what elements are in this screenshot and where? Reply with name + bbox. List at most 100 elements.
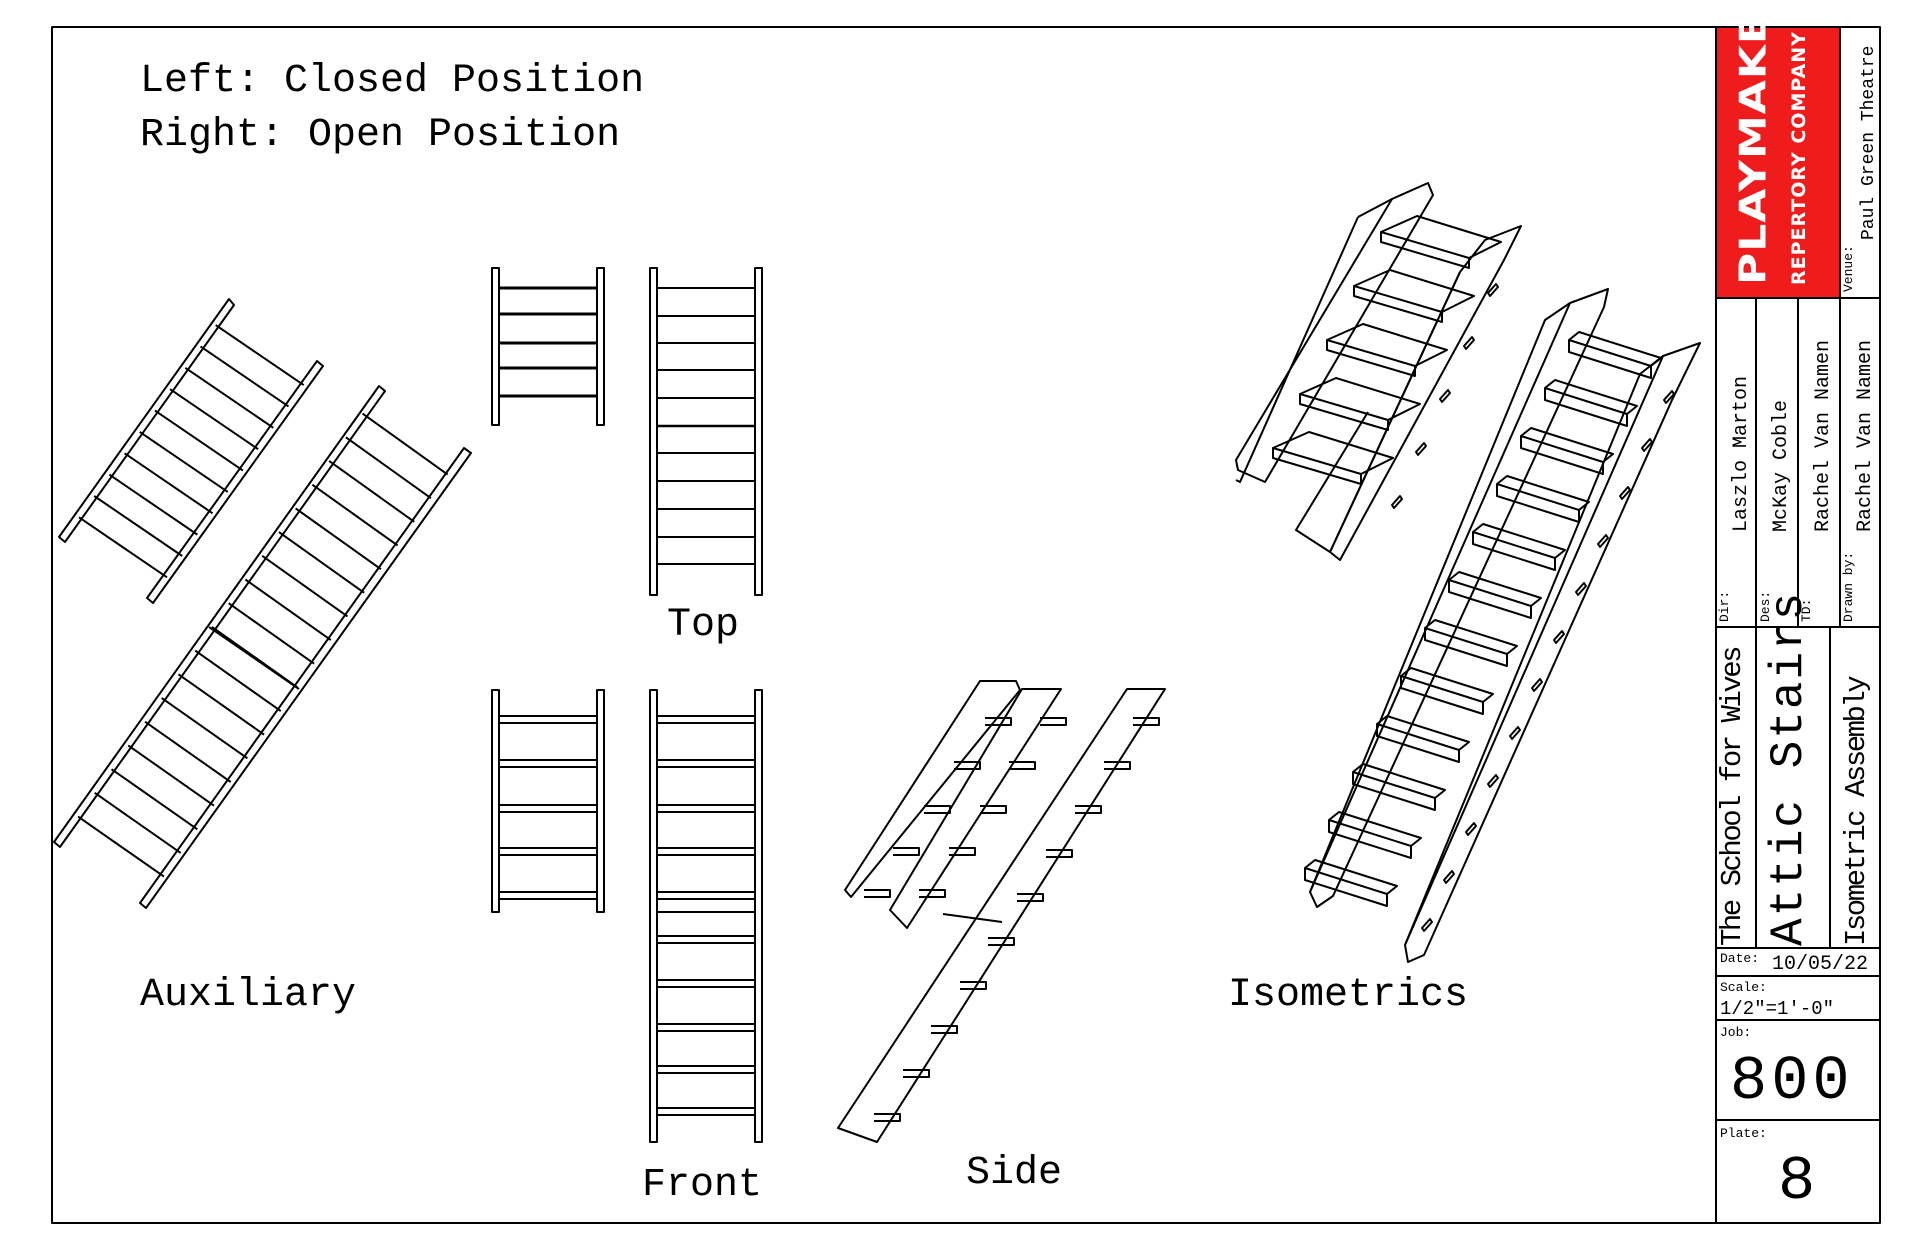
iso-tread-top	[1400, 667, 1494, 703]
iso-tread	[1272, 447, 1362, 485]
des-value: McKay Coble	[1770, 399, 1793, 532]
td-value: Rachel Van Namen	[1812, 339, 1835, 532]
drawn-by-value: Rachel Van Namen	[1854, 339, 1877, 532]
top-closed-ladder	[491, 267, 605, 426]
front-open-ladder	[649, 689, 763, 1143]
isometrics-view	[1235, 182, 1701, 963]
side-tread-notch	[954, 761, 981, 770]
auxiliary-rung	[108, 473, 198, 536]
scale-value: 1/2"=1'-0"	[1720, 998, 1835, 1020]
side-tread-notch	[949, 847, 976, 856]
plate-label: Plate:	[1720, 1126, 1767, 1141]
iso-stringer-notch	[1421, 918, 1433, 932]
iso-tread-top	[1299, 377, 1421, 421]
iso-tread-top	[1376, 715, 1470, 751]
company-logo-background	[1717, 28, 1839, 297]
auxiliary-rung	[199, 345, 290, 408]
iso-tread	[1352, 771, 1436, 811]
iso-tread-top	[1326, 323, 1448, 367]
side-tread-notch	[1046, 849, 1073, 858]
auxiliary-rung	[278, 531, 365, 594]
iso-tread	[1544, 387, 1628, 427]
iso-tread-top	[1380, 215, 1502, 259]
venue-value: Paul Green Theatre	[1859, 45, 1879, 240]
side-tread-notch	[903, 1069, 930, 1078]
job-value: 800	[1730, 1046, 1854, 1117]
top-view	[491, 267, 763, 596]
iso-tread	[1424, 627, 1508, 667]
iso-stringer-notch	[1391, 495, 1403, 509]
auxiliary-view	[53, 298, 472, 909]
drawing-title: Isometric Assembly	[1840, 677, 1873, 946]
note-open-position: Right: Open Position	[140, 113, 621, 158]
label-side: Side	[966, 1151, 1063, 1196]
side-tread-notch	[893, 847, 920, 856]
venue-label: Venue:	[1841, 245, 1856, 292]
iso-stringer-notch	[1465, 822, 1477, 836]
iso-tread	[1400, 675, 1484, 715]
front-view	[491, 689, 763, 1143]
iso-stringer-notch	[1597, 534, 1609, 548]
iso-tread	[1326, 339, 1416, 377]
iso-tread-top	[1352, 763, 1446, 799]
date-label: Date:	[1720, 951, 1760, 966]
side-tread-notch	[1133, 717, 1160, 726]
iso-tread	[1380, 231, 1470, 269]
iso-tread-top	[1544, 379, 1638, 415]
job-label: Job:	[1720, 1025, 1752, 1040]
iso-tread-top	[1472, 523, 1566, 559]
sheet-border	[51, 26, 1881, 1224]
iso-stringer-notch	[1487, 283, 1499, 297]
drawn-by-label: Drawn by:	[1841, 551, 1856, 622]
side-tread-notch	[919, 889, 946, 898]
iso-tread-top	[1304, 859, 1398, 895]
auxiliary-rung	[244, 578, 332, 641]
auxiliary-rung	[211, 626, 299, 689]
iso-stringer-notch	[1553, 630, 1565, 644]
auxiliary-rung	[311, 483, 399, 547]
side-tread-notch	[985, 717, 1012, 726]
iso-stringer-notch	[1619, 486, 1631, 500]
iso-tread	[1299, 393, 1389, 431]
auxiliary-rung	[228, 602, 315, 665]
auxiliary-rung	[123, 452, 214, 515]
auxiliary-rung	[194, 649, 282, 712]
front-closed-ladder	[491, 689, 605, 913]
iso-stringer-notch	[1575, 582, 1587, 596]
auxiliary-rung	[94, 792, 182, 854]
side-tread-notch	[924, 805, 951, 814]
label-top: Top	[667, 603, 740, 648]
iso-tread-top	[1328, 811, 1422, 847]
iso-tread-top	[1424, 619, 1518, 655]
side-tread-notch	[874, 1113, 901, 1122]
dir-value: Laszlo Marton	[1730, 375, 1753, 532]
iso-tread-top	[1568, 331, 1662, 367]
side-tread-notch	[1040, 717, 1067, 726]
label-isometrics: Isometrics	[1228, 973, 1469, 1018]
auxiliary-rung	[110, 768, 198, 831]
iso-stringer-notch	[1487, 774, 1499, 788]
side-tread-notch	[980, 805, 1007, 814]
auxiliary-rung	[78, 516, 168, 579]
auxiliary-rung	[261, 554, 349, 618]
iso-tread-top	[1353, 269, 1475, 313]
iso-tread-top	[1520, 427, 1614, 463]
date-value: 10/05/22	[1772, 953, 1869, 976]
iso-tread	[1304, 867, 1388, 907]
company-subtitle: REPERTORY COMPANY	[1788, 31, 1810, 285]
iso-tread	[1472, 531, 1556, 571]
iso-tread	[1568, 339, 1652, 379]
iso-stringer-notch	[1641, 438, 1653, 452]
side-tread-notch	[1009, 761, 1036, 770]
iso-tread	[1448, 579, 1532, 619]
label-front: Front	[642, 1163, 763, 1208]
side-tread-notch	[864, 889, 891, 898]
iso-tread-top	[1272, 431, 1394, 475]
iso-tread	[1520, 435, 1604, 475]
piece-title: Attic Stairs	[1763, 590, 1815, 946]
iso-stringer-notch	[1439, 389, 1451, 403]
iso-tread	[1353, 285, 1443, 323]
side-tread-notch	[1017, 893, 1044, 902]
isometric-open-assembly	[1304, 288, 1701, 963]
